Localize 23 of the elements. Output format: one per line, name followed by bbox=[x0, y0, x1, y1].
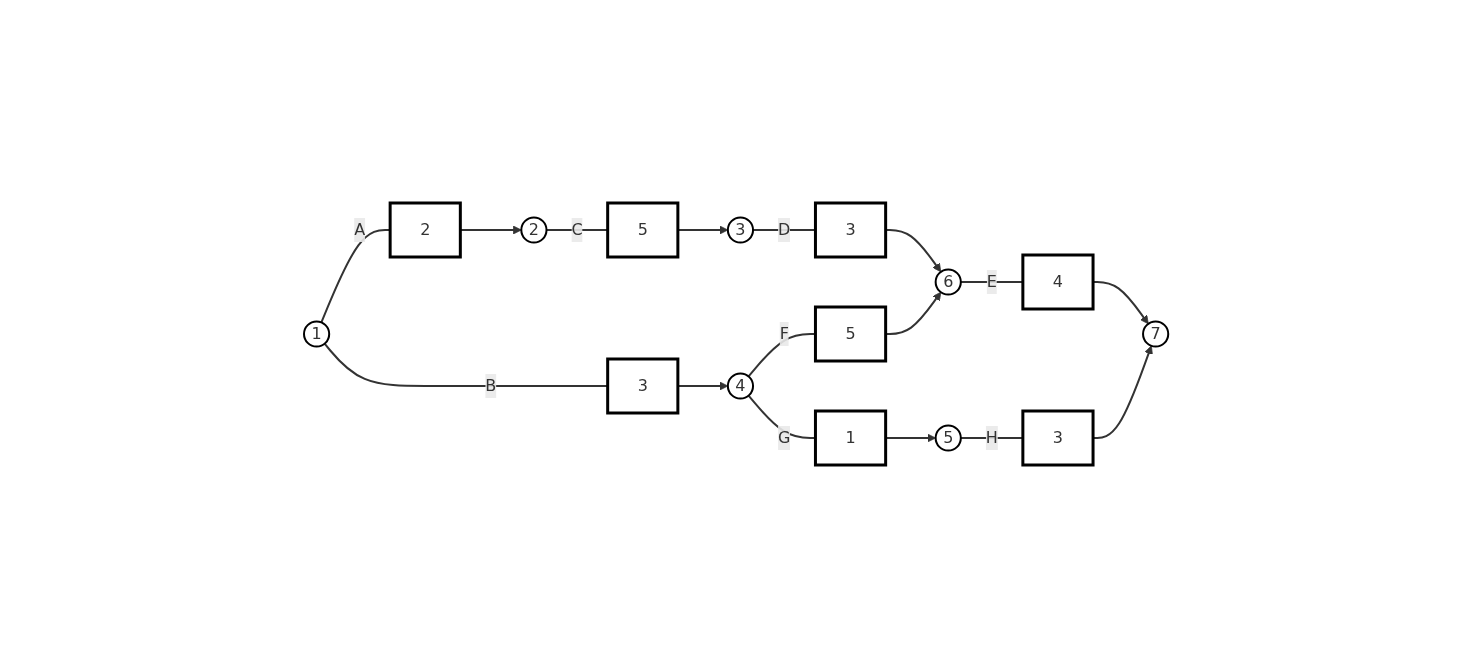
node-circle: 4 bbox=[727, 371, 755, 400]
edge-label: B bbox=[485, 375, 497, 395]
edge-label: H bbox=[986, 427, 999, 447]
edge-label: A bbox=[354, 219, 366, 239]
node-circle: 1 bbox=[303, 319, 331, 348]
node-box: 3 bbox=[1021, 409, 1095, 466]
edge-label: D bbox=[778, 219, 791, 239]
node-box: 2 bbox=[389, 201, 463, 258]
node-circle: 3 bbox=[727, 215, 755, 244]
edge-label: E bbox=[987, 271, 998, 291]
edge-label: C bbox=[571, 219, 584, 239]
node-circle: 7 bbox=[1142, 319, 1170, 348]
node-box: 1 bbox=[814, 409, 888, 466]
edge-label: G bbox=[778, 427, 791, 447]
node-circle: 2 bbox=[520, 215, 548, 244]
node-box: 3 bbox=[606, 357, 680, 414]
node-circle: 6 bbox=[935, 267, 963, 296]
node-box: 5 bbox=[814, 305, 888, 362]
node-circle: 5 bbox=[935, 423, 963, 452]
node-box: 4 bbox=[1021, 253, 1095, 310]
node-box: 5 bbox=[606, 201, 680, 258]
node-box: 3 bbox=[814, 201, 888, 258]
edge-label: F bbox=[780, 323, 790, 343]
